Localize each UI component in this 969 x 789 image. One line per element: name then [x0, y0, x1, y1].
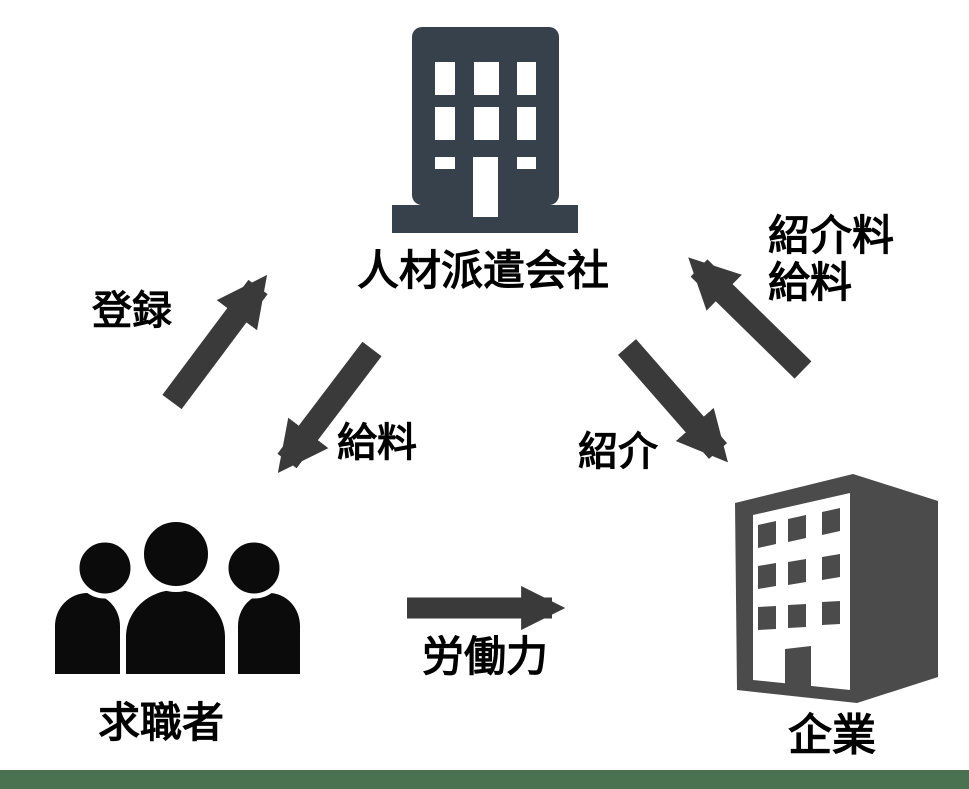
office-building-icon — [392, 27, 578, 233]
footer-green-bar — [0, 770, 969, 789]
referral-arrow — [617, 339, 728, 463]
salary-edge-label: 給料 — [337, 420, 417, 466]
office-building-3d-icon — [735, 474, 938, 703]
company-node-label: 企業 — [788, 710, 876, 761]
fees-edge-label-line2: 給料 — [768, 258, 853, 307]
agency-node-label: 人材派遣会社 — [357, 246, 610, 295]
fees-arrow — [688, 257, 812, 379]
fees-edge-label-line1: 紹介料 — [768, 211, 895, 260]
job-seekers-node-label: 求職者 — [98, 698, 225, 747]
people-group-icon — [55, 516, 300, 674]
referral-edge-label: 紹介 — [578, 429, 658, 475]
salary-arrow — [277, 341, 382, 474]
labor-edge-label: 労働力 — [422, 632, 549, 681]
register-arrow — [162, 274, 268, 410]
fees-edge-label: 紹介料 給料 — [768, 212, 894, 306]
register-edge-label: 登録 — [92, 288, 172, 334]
